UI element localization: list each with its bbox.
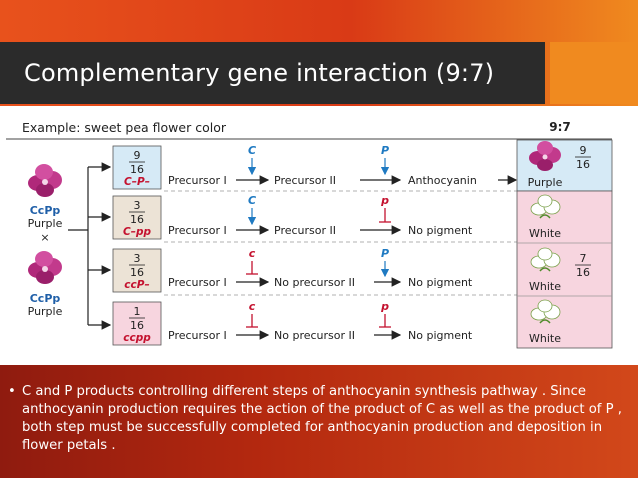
genotype-label: C–P–	[124, 176, 150, 188]
result-label: White	[529, 332, 561, 345]
parent1-phenotype: Purple	[28, 217, 63, 230]
fraction-denominator: 16	[130, 319, 144, 332]
pathway-row: 1 16 ccpp Precursor I c No precursor II …	[112, 300, 473, 346]
example-label: Example: sweet pea flower color	[22, 120, 227, 135]
title-bar: Complementary gene interaction (9:7)	[0, 42, 545, 104]
gene1-label: c	[249, 300, 256, 313]
fraction-numerator: 3	[134, 252, 141, 265]
flower-icon	[28, 164, 62, 197]
product-label: No pigment	[408, 224, 473, 237]
precursor-label: Precursor I	[168, 276, 227, 289]
result-label: White	[529, 227, 561, 240]
pathway-row: 9 16 C–P– Precursor I C Precursor II P A…	[112, 144, 612, 192]
gene2-label: P	[381, 144, 389, 157]
genotype-label: ccP–	[124, 279, 149, 291]
ratio-header: 9:7	[549, 120, 571, 134]
explanation-text: C and P products controlling different s…	[22, 384, 622, 453]
flower-icon	[530, 247, 561, 272]
result-box-white	[516, 190, 613, 349]
precursor-label: Precursor I	[168, 329, 227, 342]
diagram-svg: Example: sweet pea flower color 9:7 CcPp…	[6, 120, 613, 349]
product-label: No pigment	[408, 276, 473, 289]
product-label: No pigment	[408, 329, 473, 342]
explanation-bullet: • C and P products controlling different…	[8, 383, 628, 455]
fraction-denominator: 16	[130, 213, 144, 226]
fraction-denominator: 16	[130, 266, 144, 279]
flower-icon	[530, 299, 561, 324]
gene1-label: C	[248, 194, 256, 207]
pathway-row: 3 16 C–pp Precursor I C Precursor II p N…	[112, 194, 612, 243]
gene1-label: c	[249, 247, 256, 260]
fraction-denominator: 16	[576, 266, 590, 279]
precursor-label: Precursor I	[168, 174, 227, 187]
intermediate-label: No precursor II	[274, 329, 355, 342]
branch-lines	[68, 162, 112, 330]
genotype-label: C–pp	[123, 226, 151, 238]
genotype-box	[112, 248, 162, 293]
parent2-phenotype: Purple	[28, 305, 63, 318]
parent2-genotype: CcPp	[30, 292, 61, 305]
intermediate-label: Precursor II	[274, 174, 336, 187]
block-icon	[379, 314, 391, 328]
title-accent	[550, 42, 638, 104]
pathway-row: 3 16 ccP– Precursor I c No precursor II …	[112, 247, 612, 296]
result-label: Purple	[528, 176, 563, 189]
fraction-numerator: 9	[580, 144, 587, 157]
cross-symbol: ×	[40, 231, 49, 244]
gene2-label: P	[381, 247, 389, 260]
fraction-numerator: 1	[134, 305, 141, 318]
fraction-denominator: 16	[130, 163, 144, 176]
flower-icon	[529, 141, 561, 171]
fraction-numerator: 3	[134, 199, 141, 212]
gene1-label: C	[248, 144, 256, 157]
block-icon	[246, 261, 258, 275]
genotype-box	[112, 195, 162, 240]
intermediate-label: No precursor II	[274, 276, 355, 289]
precursor-label: Precursor I	[168, 224, 227, 237]
gene2-label: p	[380, 194, 389, 207]
genotype-box	[112, 301, 162, 346]
result-label: White	[529, 280, 561, 293]
explanation-panel: • C and P products controlling different…	[0, 365, 638, 478]
flower-icon	[28, 251, 62, 284]
pathway-diagram: Example: sweet pea flower color 9:7 CcPp…	[0, 110, 638, 360]
fraction-denominator: 16	[576, 158, 590, 171]
gene2-label: p	[380, 300, 389, 313]
slide-title: Complementary gene interaction (9:7)	[24, 59, 495, 87]
product-label: Anthocyanin	[408, 174, 477, 187]
result-box-purple	[516, 139, 613, 192]
genotype-box	[112, 145, 162, 190]
flower-icon	[530, 194, 561, 219]
parent1-genotype: CcPp	[30, 204, 61, 217]
fraction-numerator: 9	[134, 149, 141, 162]
block-icon	[246, 314, 258, 328]
fraction-numerator: 7	[580, 252, 587, 265]
bullet-marker: •	[8, 384, 16, 399]
genotype-label: ccpp	[123, 332, 151, 344]
block-icon	[379, 208, 391, 223]
intermediate-label: Precursor II	[274, 224, 336, 237]
